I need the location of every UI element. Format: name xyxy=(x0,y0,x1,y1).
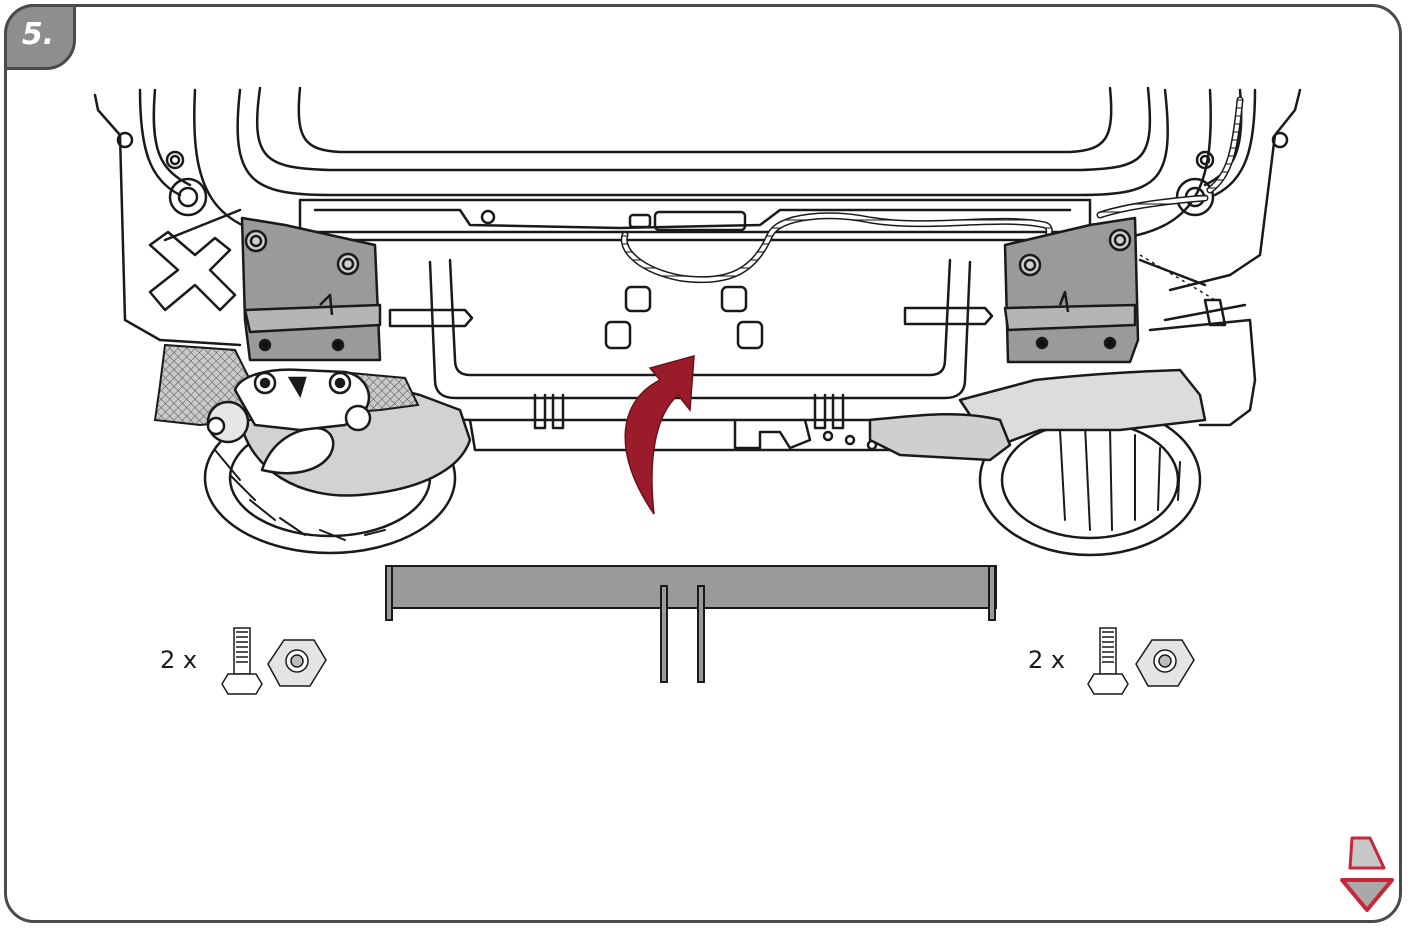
tow-bar-crossmember xyxy=(385,565,997,683)
hardware-set-right: 2 x xyxy=(1028,627,1195,695)
step-frame xyxy=(4,4,1402,923)
step-number: 5. xyxy=(21,16,55,52)
nut-icon xyxy=(1135,639,1195,687)
bolt-icon xyxy=(1087,627,1129,695)
mounting-arrow-icon xyxy=(624,354,695,515)
hardware-quantity: 2 x xyxy=(160,646,197,674)
wiring-harness xyxy=(620,96,1244,284)
hardware-set-left: 2 x xyxy=(160,627,327,695)
vehicle-rear-underbody xyxy=(93,86,1302,557)
tow-ball-assembly xyxy=(206,368,372,444)
left-mounting-bracket xyxy=(240,216,382,362)
nut-icon xyxy=(267,639,327,687)
right-mounting-bracket xyxy=(1003,216,1140,364)
next-page-arrow-icon[interactable] xyxy=(1340,836,1394,912)
bolt-icon xyxy=(221,627,263,695)
hardware-quantity: 2 x xyxy=(1028,646,1065,674)
step-number-tab: 5. xyxy=(4,4,76,70)
